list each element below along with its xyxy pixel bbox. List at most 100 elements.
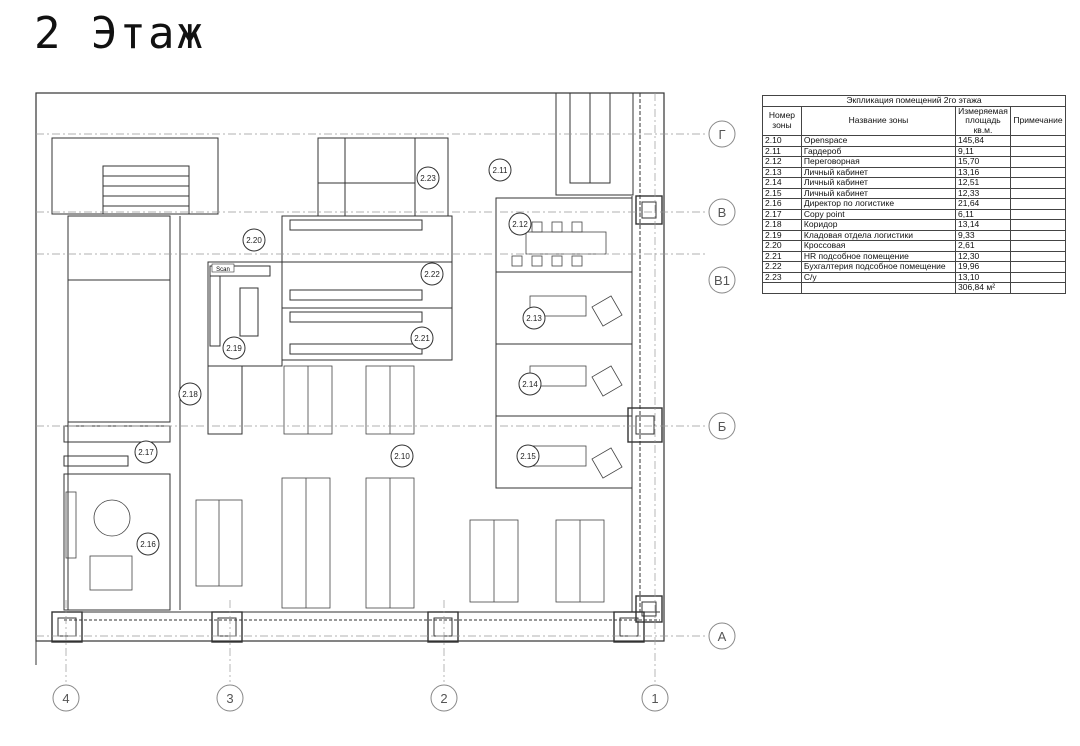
room-tag-2-19: 2.19 bbox=[222, 336, 246, 360]
schedule-caption: Экпликация помещений 2го этажа bbox=[762, 95, 1066, 107]
schedule-cell-note bbox=[1009, 208, 1067, 220]
room-tag-2-21: 2.21 bbox=[410, 326, 434, 350]
schedule-cell-note bbox=[1009, 219, 1067, 231]
room-tag-2-22: 2.22 bbox=[420, 262, 444, 286]
room-schedule-table: Экпликация помещений 2го этажа Номер зон… bbox=[762, 95, 1067, 294]
room-tag-2-17: 2.17 bbox=[134, 440, 158, 464]
axis-row-g: Г bbox=[708, 120, 736, 148]
room-tag-2-12: 2.12 bbox=[508, 212, 532, 236]
svg-text:2.14: 2.14 bbox=[522, 380, 538, 389]
svg-text:2.18: 2.18 bbox=[182, 390, 198, 399]
svg-text:2.17: 2.17 bbox=[138, 448, 154, 457]
room-tag-2-10: 2.10 bbox=[390, 444, 414, 468]
schedule-cell-area: 13,16 bbox=[955, 166, 1011, 178]
schedule-cell-area: 2,61 bbox=[955, 240, 1011, 252]
room-tag-2-15: 2.15 bbox=[516, 444, 540, 468]
schedule-cell-note bbox=[1009, 156, 1067, 168]
schedule-cell-number: 2.19 bbox=[762, 229, 802, 241]
svg-text:2.11: 2.11 bbox=[493, 166, 509, 175]
room-tag-2-23: 2.23 bbox=[416, 166, 440, 190]
axis-col-2: 2 bbox=[430, 684, 458, 712]
schedule-cell-name: Личный кабинет bbox=[800, 187, 957, 199]
schedule-cell-area: 19,96 bbox=[955, 261, 1011, 273]
schedule-cell-name: Гардероб bbox=[800, 145, 957, 157]
schedule-cell-note bbox=[1009, 271, 1067, 283]
svg-text:В: В bbox=[718, 205, 727, 220]
schedule-cell-note bbox=[1009, 177, 1067, 189]
schedule-cell-name: Copy point bbox=[800, 208, 957, 220]
svg-text:2.12: 2.12 bbox=[512, 220, 528, 229]
axis-col-3: 3 bbox=[216, 684, 244, 712]
schedule-cell-area: 9,11 bbox=[955, 145, 1011, 157]
schedule-cell-note bbox=[1009, 261, 1067, 273]
schedule-header-number: Номер зоны bbox=[762, 105, 802, 136]
svg-text:2.23: 2.23 bbox=[420, 174, 436, 183]
svg-text:2.19: 2.19 bbox=[226, 344, 242, 353]
schedule-cell-area: 21,64 bbox=[955, 198, 1011, 210]
grid-lines bbox=[36, 93, 706, 682]
svg-text:4: 4 bbox=[62, 691, 69, 706]
schedule-cell-name: С/у bbox=[800, 271, 957, 283]
schedule-cell-name: Личный кабинет bbox=[800, 166, 957, 178]
schedule-cell-note bbox=[1009, 135, 1067, 147]
schedule-header-note: Примечание bbox=[1009, 105, 1067, 136]
room-tag-2-18: 2.18 bbox=[178, 382, 202, 406]
schedule-cell-name: HR подсобное помещение bbox=[800, 250, 957, 262]
schedule-cell-name: Кроссовая bbox=[800, 240, 957, 252]
schedule-cell-area: 13,14 bbox=[955, 219, 1011, 231]
svg-text:В1: В1 bbox=[714, 273, 730, 288]
grid-axes: Г В В1 Б А 4 3 2 bbox=[52, 120, 736, 712]
schedule-cell-number: 2.15 bbox=[762, 187, 802, 199]
schedule-cell-note bbox=[1009, 187, 1067, 199]
axis-row-a: А bbox=[708, 622, 736, 650]
floor-title: 2 Этаж bbox=[34, 8, 205, 59]
axis-row-v: В bbox=[708, 198, 736, 226]
schedule-cell-number: 2.12 bbox=[762, 156, 802, 168]
schedule-cell-area: 6,11 bbox=[955, 208, 1011, 220]
schedule-cell-number: 2.20 bbox=[762, 240, 802, 252]
schedule-cell-name: Директор по логистике bbox=[800, 198, 957, 210]
schedule-cell-area: 13,10 bbox=[955, 271, 1011, 283]
schedule-cell-number: 2.18 bbox=[762, 219, 802, 231]
schedule-cell-name: Бухгалтерия подсобное помещение bbox=[800, 261, 957, 273]
svg-text:2.22: 2.22 bbox=[424, 270, 440, 279]
svg-text:2.16: 2.16 bbox=[140, 540, 156, 549]
schedule-total: 306,84 м² bbox=[955, 282, 1011, 294]
schedule-cell-name: Кладовая отдела логистики bbox=[800, 229, 957, 241]
schedule-cell-number: 2.16 bbox=[762, 198, 802, 210]
svg-text:2: 2 bbox=[440, 691, 447, 706]
room-tags: 2.10 2.11 2.12 2.13 2.14 2.15 2.16 2.17 … bbox=[134, 158, 546, 556]
svg-text:2.15: 2.15 bbox=[520, 452, 536, 461]
svg-text:2.10: 2.10 bbox=[394, 452, 410, 461]
schedule-cell-number: 2.11 bbox=[762, 145, 802, 157]
room-tag-2-16: 2.16 bbox=[136, 532, 160, 556]
schedule-header-name: Название зоны bbox=[800, 105, 957, 136]
svg-text:2.21: 2.21 bbox=[414, 334, 430, 343]
axis-col-1: 1 bbox=[641, 684, 669, 712]
schedule-cell-name: Личный кабинет bbox=[800, 177, 957, 189]
svg-text:2.13: 2.13 bbox=[526, 314, 542, 323]
schedule-cell-area: 12,33 bbox=[955, 187, 1011, 199]
schedule-cell-number: 2.14 bbox=[762, 177, 802, 189]
schedule-cell-number: 2.23 bbox=[762, 271, 802, 283]
room-tag-2-11: 2.11 bbox=[488, 158, 512, 182]
svg-text:А: А bbox=[718, 629, 727, 644]
svg-text:2.20: 2.20 bbox=[246, 236, 262, 245]
schedule-cell-number: 2.17 bbox=[762, 208, 802, 220]
svg-text:Б: Б bbox=[718, 419, 727, 434]
svg-text:3: 3 bbox=[226, 691, 233, 706]
svg-text:1: 1 bbox=[651, 691, 658, 706]
schedule-cell-area: 15,70 bbox=[955, 156, 1011, 168]
schedule-cell-note bbox=[1009, 240, 1067, 252]
